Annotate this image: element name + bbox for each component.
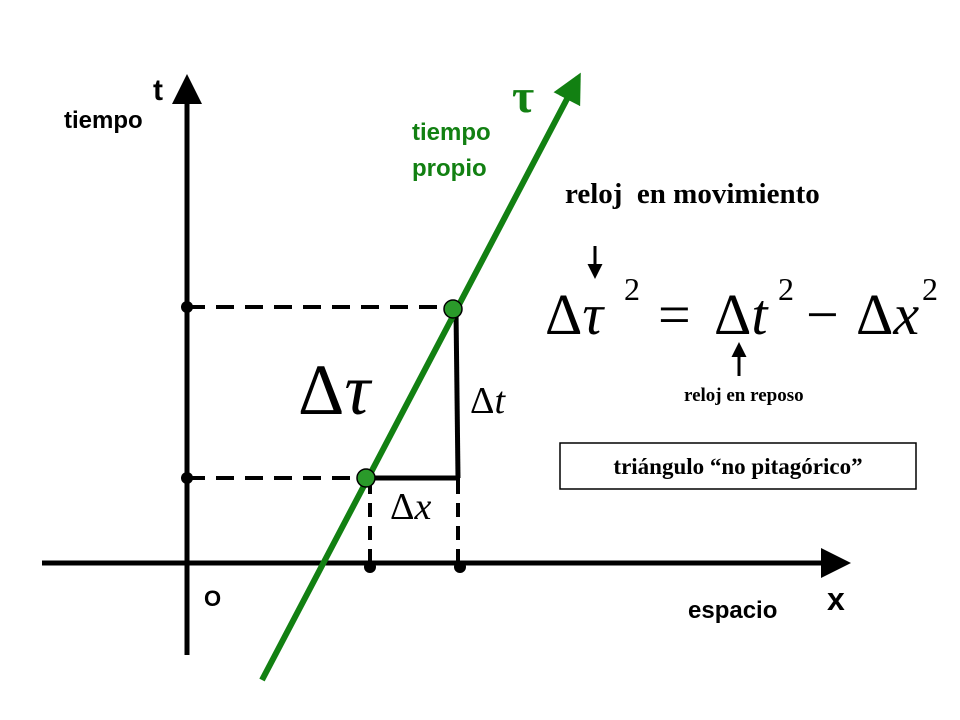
eq-minus: −	[806, 282, 839, 347]
triangle-note-text: triángulo “no pitagórico”	[613, 454, 862, 479]
x-axis-label: x	[827, 581, 845, 617]
eq-equals: =	[658, 282, 691, 347]
triangle-note-box	[559, 442, 917, 490]
eq-delta-x: Δx	[856, 282, 919, 347]
proper-time-worldline	[259, 72, 581, 682]
event-upper	[443, 299, 463, 319]
x-axis-dot-right	[454, 561, 466, 573]
proper-time-label-2: propio	[412, 155, 487, 182]
moving-clock-label: reloj en movimiento	[565, 178, 820, 210]
interval-equation: Δτ 2 = Δt 2 − Δx 2	[545, 271, 938, 347]
origin-label: O	[204, 586, 221, 611]
x-axis-name: espacio	[688, 597, 777, 624]
eq-sq-2: 2	[778, 271, 794, 307]
delta-tau-mark: Δτ	[298, 350, 372, 430]
t-axis-name: tiempo	[64, 107, 143, 134]
delta-t-mark: Δt	[470, 380, 506, 422]
tau-symbol: τ	[512, 70, 534, 123]
event-lower	[356, 468, 376, 488]
eq-delta-tau: Δτ	[545, 282, 605, 347]
proper-time-label-1: tiempo	[412, 119, 491, 146]
t-axis-label: t	[153, 74, 163, 107]
triangle-vertical-leg	[453, 309, 461, 479]
eq-delta-t: Δt	[714, 282, 769, 347]
rest-clock-label: reloj en reposo	[684, 385, 804, 406]
t-axis-dot-upper	[181, 301, 193, 313]
x-axis-dot-left	[364, 561, 376, 573]
eq-sq-1: 2	[624, 271, 640, 307]
eq-sq-3: 2	[922, 271, 938, 307]
t-axis-dot-lower	[181, 472, 193, 484]
delta-x-mark: Δx	[390, 486, 431, 528]
